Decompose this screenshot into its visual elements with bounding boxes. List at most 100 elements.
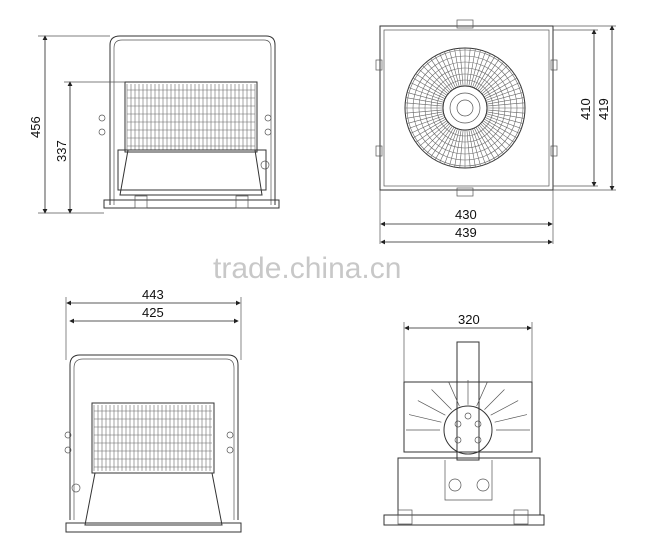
dimension-430: 430 439 [379, 190, 554, 245]
grid-spoke [472, 128, 486, 165]
grid-spoke [412, 118, 447, 139]
fin-ray [494, 414, 528, 423]
dim-label-419: 419 [596, 98, 611, 120]
fin-ray [417, 400, 446, 416]
grid-spoke [406, 92, 444, 103]
grid-spoke [474, 53, 491, 89]
dim-label-320: 320 [458, 312, 480, 327]
dim-label-430: 430 [455, 207, 477, 222]
grid-spoke [406, 113, 444, 124]
grid-spoke [444, 128, 458, 165]
grid-ring [430, 73, 500, 143]
grid-spoke [485, 115, 522, 129]
grid-spoke [459, 48, 464, 87]
grid-ring [436, 79, 494, 137]
grid-spoke [415, 73, 448, 96]
grid-spoke [481, 121, 512, 147]
grid-spoke [418, 69, 449, 95]
dimension-410: 410 [553, 29, 598, 187]
rear-view-bottom [383, 341, 545, 526]
dimension-443: 443 425 [65, 287, 242, 360]
grid-spoke [439, 127, 456, 163]
grid-ring [424, 67, 506, 149]
grid-spoke [486, 111, 525, 119]
dimension-456: 456 [28, 35, 110, 214]
side-view-top [98, 35, 280, 209]
grid-spoke [410, 82, 446, 99]
grid-spoke [466, 129, 471, 168]
grid-spoke [484, 117, 520, 134]
side-view-bottom [64, 354, 242, 533]
grid-spoke [434, 55, 455, 90]
grid-spoke [486, 92, 524, 103]
grid-spoke [405, 111, 444, 119]
fin-ray [431, 389, 452, 410]
heatsink-fins [126, 84, 256, 150]
grid-spoke [477, 125, 500, 158]
grid-spoke [449, 49, 460, 87]
grid-spoke [430, 125, 453, 158]
grid-spoke [415, 120, 448, 143]
grid-ring [412, 55, 518, 161]
heatsink-fins [406, 380, 530, 431]
grid-spoke [486, 113, 524, 124]
grid-spoke [459, 129, 464, 168]
grid-spoke [449, 129, 460, 167]
dim-label-425: 425 [142, 305, 164, 320]
grid-spoke [418, 121, 449, 147]
grid-spoke [482, 120, 515, 143]
fin-ray [476, 382, 488, 407]
grid-spoke [405, 97, 444, 105]
dimension-337: 337 [54, 81, 125, 214]
grid-spoke [480, 65, 508, 93]
grid-spoke [412, 77, 447, 98]
grid-spoke [475, 126, 496, 161]
grid-spoke [405, 109, 444, 114]
grid-spoke [486, 97, 525, 105]
grid-spoke [482, 73, 515, 96]
grid-spoke [434, 126, 455, 161]
dim-label-410: 410 [578, 98, 593, 120]
grid-spoke [470, 129, 481, 167]
grid-spoke [470, 49, 481, 87]
grid-spoke [478, 61, 504, 92]
grid-spoke [410, 117, 446, 134]
grid-spoke [474, 127, 491, 163]
heatsink-fins [93, 405, 212, 471]
grid-spoke [468, 48, 476, 87]
grid-spoke [439, 53, 456, 89]
grid-spoke [466, 48, 471, 87]
grid-spoke [485, 87, 522, 101]
grid-spoke [486, 102, 525, 107]
grid-spoke [426, 61, 452, 92]
reflector-grid [405, 48, 525, 168]
grid-ring [406, 49, 524, 167]
grid-spoke [478, 124, 504, 155]
grid-spoke [408, 87, 445, 101]
dim-label-443: 443 [142, 287, 164, 302]
watermark: trade.china.cn [213, 252, 401, 285]
grid-spoke [468, 129, 476, 168]
grid-spoke [477, 58, 500, 91]
fin-ray [490, 400, 519, 416]
dim-label-337: 337 [54, 140, 69, 162]
fin-ray [408, 414, 442, 423]
dimension-320: 320 [403, 312, 533, 382]
front-view-top [375, 19, 558, 197]
dim-label-439: 439 [455, 225, 477, 240]
grid-spoke [408, 115, 445, 129]
grid-spoke [426, 124, 452, 155]
grid-spoke [483, 77, 518, 98]
grid-spoke [430, 58, 453, 91]
grid-spoke [444, 51, 458, 88]
fin-ray [448, 382, 460, 407]
grid-spoke [454, 129, 462, 168]
grid-spoke [484, 82, 520, 99]
dim-label-456: 456 [28, 116, 43, 138]
grid-spoke [480, 123, 508, 151]
dimension-419: 419 [553, 25, 616, 191]
grid-ring [418, 61, 512, 155]
grid-spoke [475, 55, 496, 90]
